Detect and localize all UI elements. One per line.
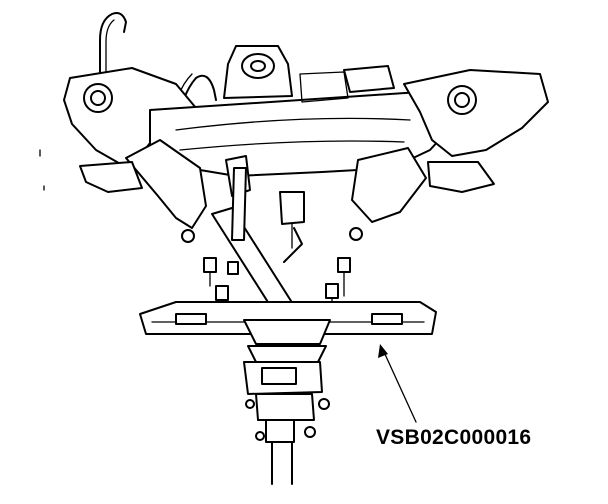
transmission-jack [243,345,330,485]
figure-reference-code: VSB02C000016 [376,426,532,449]
callout-leader-arrow [378,344,417,423]
mounting-bolts [203,257,351,313]
lift-support-plate [139,301,437,345]
guide-marks [39,149,45,191]
front-subframe [63,45,549,263]
